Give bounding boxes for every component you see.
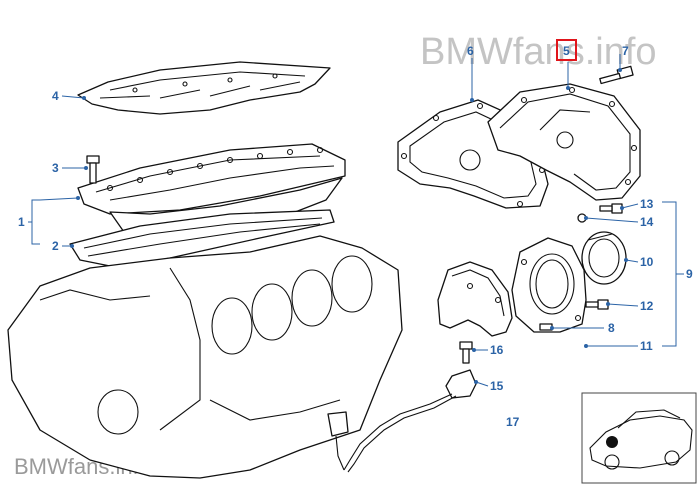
watermark-top: BMWfans.info [420, 31, 657, 73]
callout-10[interactable]: 10 [640, 255, 654, 269]
callout-13[interactable]: 13 [640, 197, 654, 211]
callout-4[interactable]: 4 [52, 89, 59, 103]
part-5-cover-plate[interactable] [487, 83, 641, 201]
part-12-bolt[interactable] [585, 299, 609, 310]
callout-1[interactable]: 1 [18, 215, 25, 229]
callout-11[interactable]: 11 [640, 339, 653, 353]
callout-2[interactable]: 2 [52, 239, 59, 253]
vehicle-locator-thumbnail [581, 392, 697, 484]
part-4-gasket[interactable] [77, 61, 331, 115]
callout-16[interactable]: 16 [490, 343, 504, 357]
callout-5[interactable]: 5 [563, 44, 570, 58]
part-3-bolt[interactable] [86, 155, 100, 184]
callout-7[interactable]: 7 [622, 44, 629, 58]
callout-3[interactable]: 3 [52, 161, 59, 175]
engine-block [7, 235, 403, 479]
part-16-bolt[interactable] [459, 341, 473, 364]
part-11-carrier-gasket[interactable] [437, 261, 513, 337]
part-8-dowel[interactable] [539, 323, 553, 331]
callout-8[interactable]: 8 [608, 321, 615, 335]
callout-15[interactable]: 15 [490, 379, 504, 393]
callout-5-highlight [556, 39, 577, 61]
callout-6[interactable]: 6 [467, 44, 474, 58]
callout-12[interactable]: 12 [640, 299, 654, 313]
callout-17[interactable]: 17 [506, 415, 520, 429]
part-2-gasket[interactable] [69, 209, 335, 269]
leader-dots [70, 68, 628, 384]
callout-9[interactable]: 9 [686, 267, 693, 281]
leader-lines [28, 54, 684, 387]
part-10-seal-ring[interactable] [581, 231, 627, 285]
callout-14[interactable]: 14 [640, 215, 654, 229]
part-13-bolt[interactable] [599, 203, 623, 214]
part-15-knock-sensor[interactable] [327, 369, 477, 473]
part-seal-carrier[interactable] [511, 237, 587, 333]
